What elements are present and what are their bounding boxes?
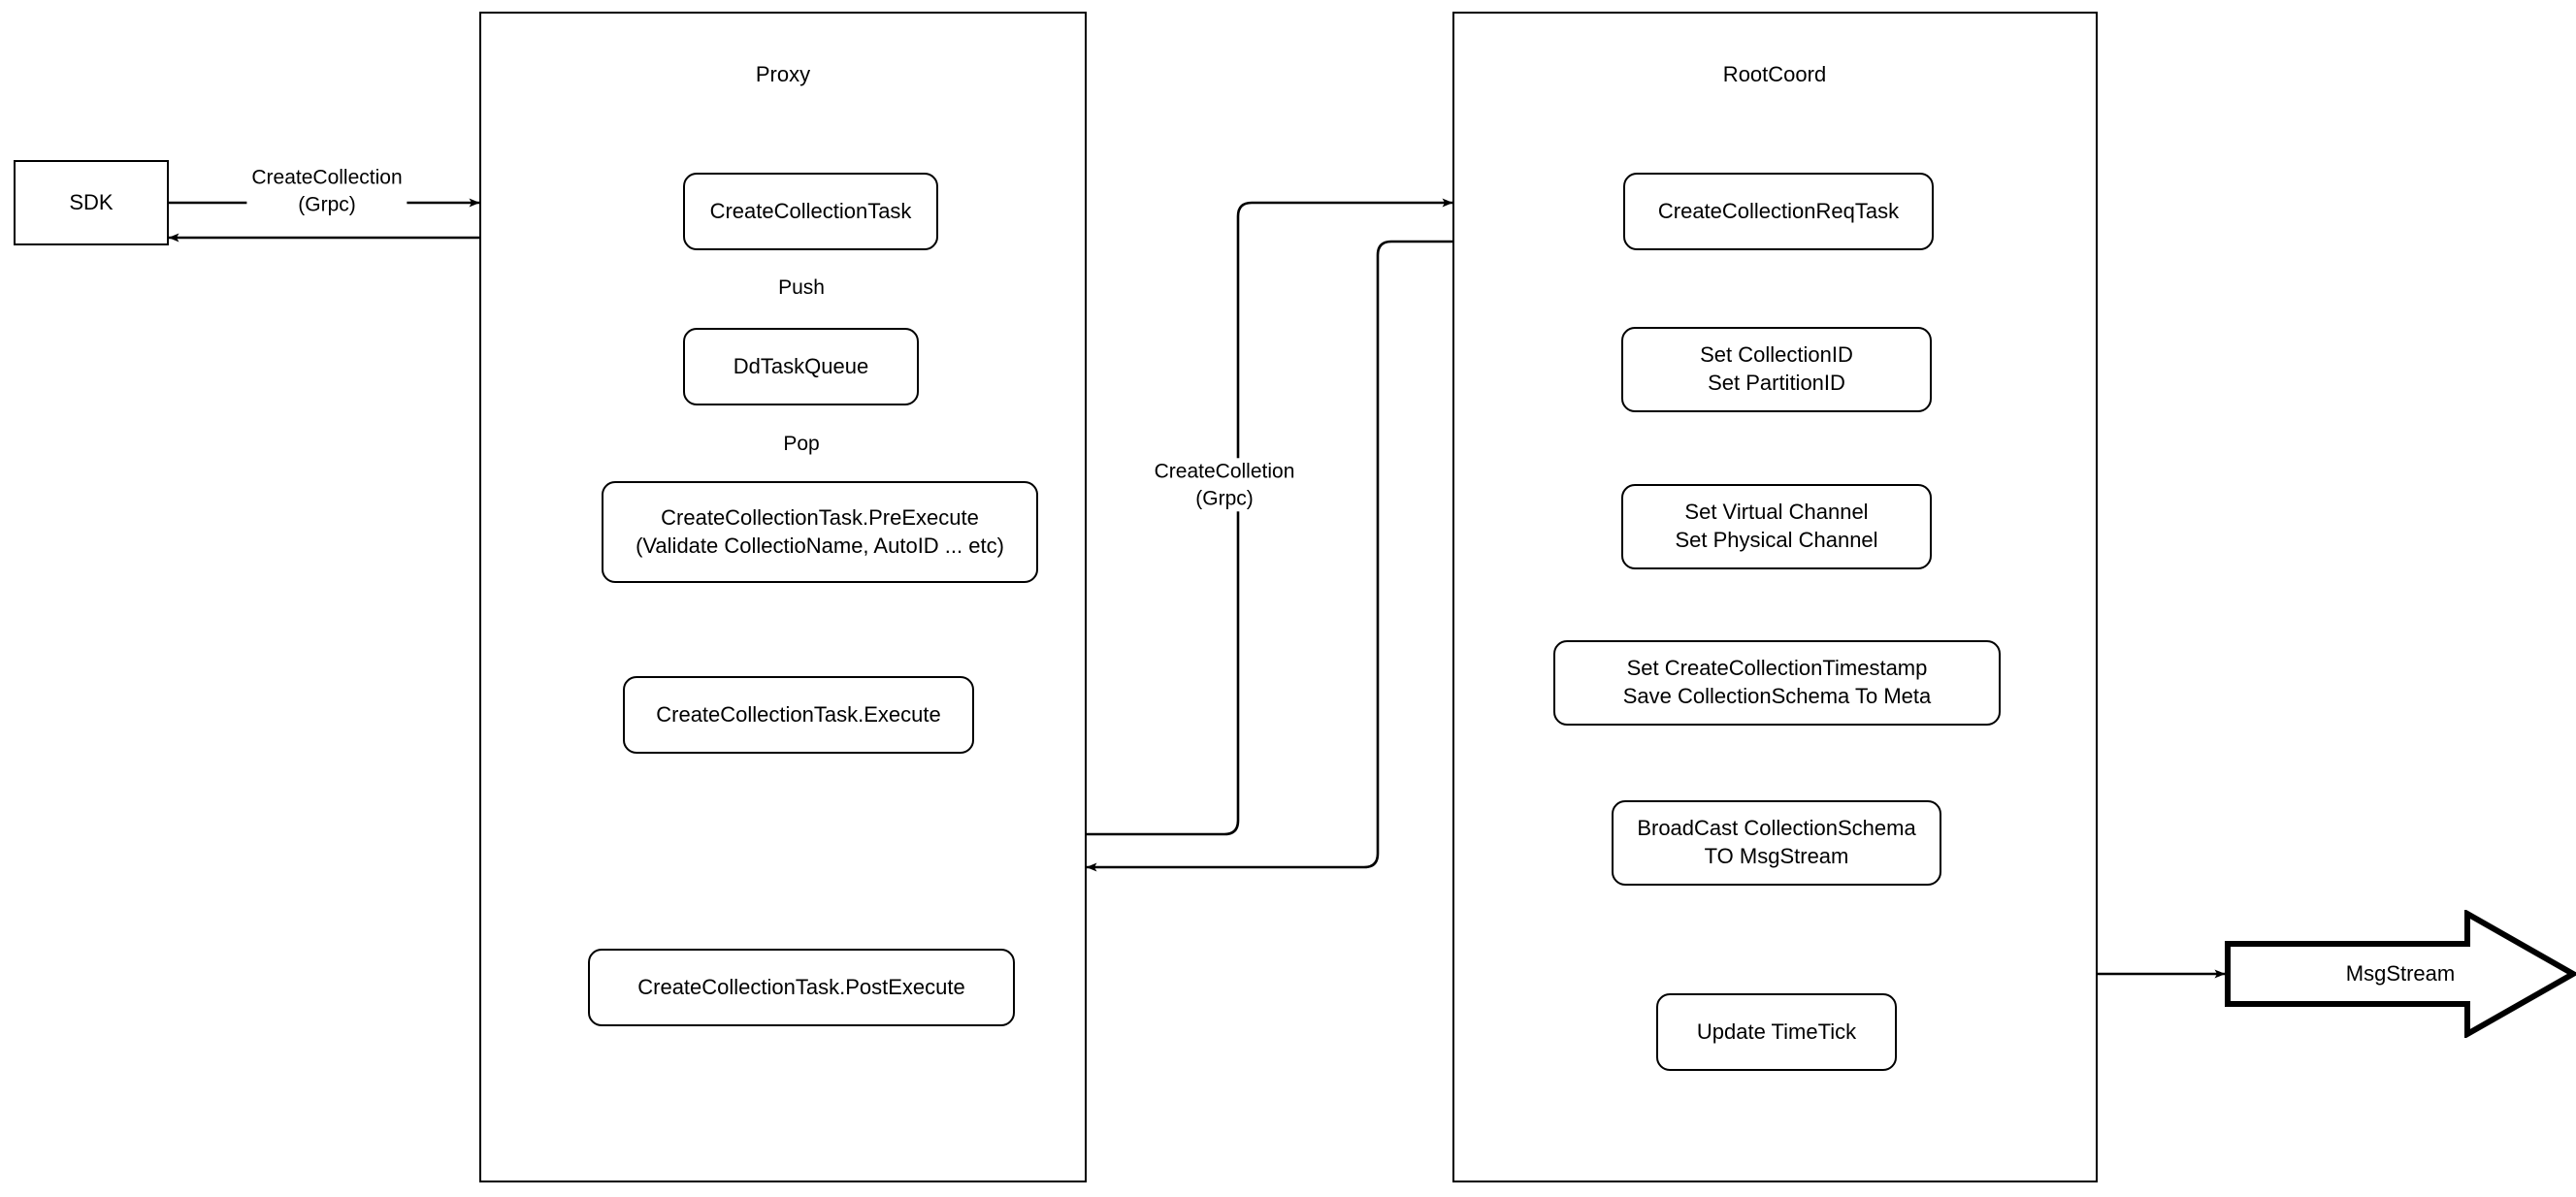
node-set-virtual-physical-channel[interactable]: Set Virtual Channel Set Physical Channel bbox=[1621, 484, 1932, 569]
edge-execute-riser bbox=[1087, 198, 1453, 836]
node-msgstream-arrow[interactable] bbox=[2225, 910, 2576, 1038]
node-broadcast-collection-schema[interactable]: BroadCast CollectionSchema TO MsgStream bbox=[1612, 800, 1941, 886]
edge-rootcoord-exit-to-proxy bbox=[1086, 240, 1452, 872]
edge-label-push: Push bbox=[773, 275, 830, 302]
container-rootcoord-label: RootCoord bbox=[1722, 62, 1827, 86]
node-dd-task-queue[interactable]: DdTaskQueue bbox=[683, 328, 919, 405]
node-create-collection-task-execute[interactable]: CreateCollectionTask.Execute bbox=[623, 676, 974, 754]
container-proxy-label: Proxy bbox=[755, 62, 811, 86]
node-create-collection-task-postexecute[interactable]: CreateCollectionTask.PostExecute bbox=[588, 949, 1015, 1026]
node-sdk[interactable]: SDK bbox=[14, 160, 169, 245]
edge-label-create-colletion-grpc: CreateColletion (Grpc) bbox=[1149, 458, 1300, 512]
edge-label-pop: Pop bbox=[778, 431, 825, 458]
edge-label-create-collection-grpc: CreateCollection (Grpc) bbox=[246, 164, 408, 218]
node-set-timestamp-save-schema[interactable]: Set CreateCollectionTimestamp Save Colle… bbox=[1553, 640, 2001, 726]
node-create-collection-task-preexecute[interactable]: CreateCollectionTask.PreExecute (Validat… bbox=[602, 481, 1038, 583]
node-create-collection-task[interactable]: CreateCollectionTask bbox=[683, 173, 938, 250]
node-create-collection-req-task[interactable]: CreateCollectionReqTask bbox=[1623, 173, 1934, 250]
node-set-collection-partition-id[interactable]: Set CollectionID Set PartitionID bbox=[1621, 327, 1932, 412]
node-update-timetick[interactable]: Update TimeTick bbox=[1656, 993, 1897, 1071]
node-msgstream-label: MsgStream bbox=[2345, 961, 2456, 986]
